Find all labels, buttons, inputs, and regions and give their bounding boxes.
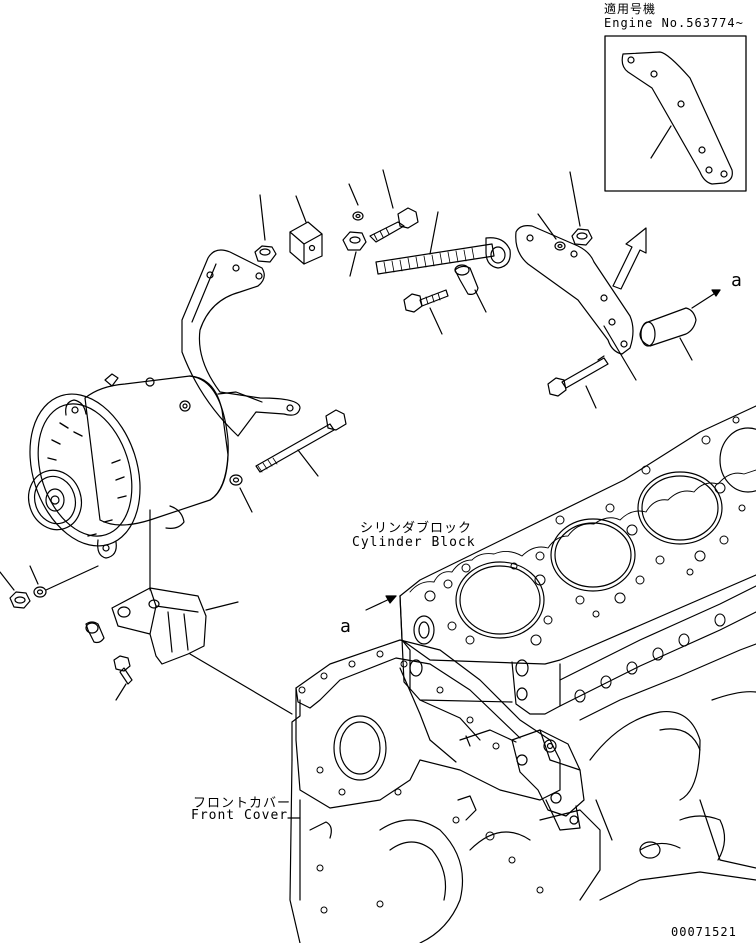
drawing-number: 00071521 [671,925,737,939]
collar-middle [454,264,487,313]
spacer-block [289,195,323,265]
view-marker-right: a [731,270,743,291]
alternator [27,373,229,591]
adjusting-rod [375,211,511,275]
leader-bracket-to-cover [189,653,293,715]
inset-panel [604,35,747,192]
inset-engine-no: Engine No.563774~ [604,16,744,30]
adjusting-bracket [181,249,301,437]
bolt-lower [113,655,133,701]
front-cover-label-jp: フロントカバー [193,796,292,811]
long-bolt-right [547,355,609,409]
cylinder-block [399,405,756,901]
collar-right [639,307,697,361]
arrow-to-inset [612,227,647,290]
support-plate [515,225,637,381]
cylinder-block-label-jp: シリンダブロック [360,521,473,536]
washer-upper [348,183,364,221]
collar-lower [85,621,105,644]
through-bolt [255,409,347,477]
collar-nut [342,231,367,277]
nut-upper [254,194,277,263]
nut-right [569,171,593,246]
view-arrow-left [365,595,397,611]
cylinder-block-label-en: Cylinder Block [352,535,476,550]
inset-bracket-plate [621,51,733,185]
washer-right [537,213,566,251]
mounting-bracket [111,587,239,665]
front-cover-label-en: Front Cover [191,808,289,823]
front-cover [289,639,601,944]
washer-through [229,474,253,513]
view-arrow-right [691,289,721,309]
inset-heading-jp: 適用号機 [604,2,657,16]
bolt-upper [369,169,419,243]
block-mount-lug [459,729,613,841]
washer-lower [29,565,99,598]
inset-frame [604,35,747,192]
nut-lower [0,571,31,609]
view-marker-left: a [340,616,352,637]
bolt-middle [403,289,449,335]
